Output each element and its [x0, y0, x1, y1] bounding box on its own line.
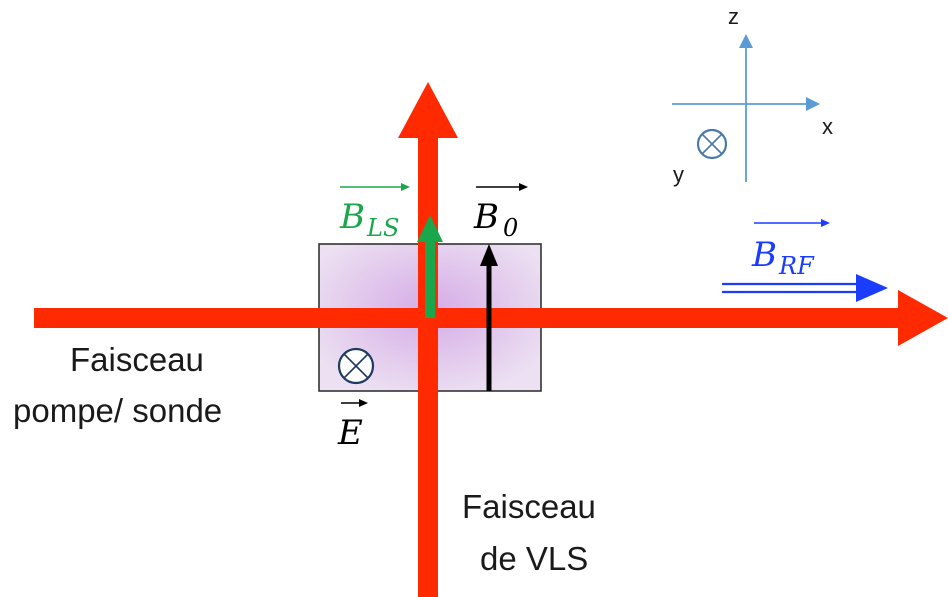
x-axis-arrowhead [806, 97, 820, 111]
b-rf-arrow [722, 274, 888, 302]
b-rf-sub: RF [778, 252, 815, 280]
vls-beam-label-line1: Faisceau [462, 488, 596, 525]
pump-probe-beam [34, 290, 948, 346]
e-field-label: E [337, 399, 368, 453]
b-ls-base: B [339, 197, 365, 237]
b-ls-label: B LS [339, 183, 410, 242]
circle-cross-icon [337, 347, 375, 385]
y-axis-label: y [673, 162, 684, 187]
b-0-label: B 0 [473, 183, 528, 242]
z-axis-arrowhead [739, 34, 753, 48]
circle-cross-icon [696, 128, 728, 160]
x-axis-label: x [822, 114, 833, 139]
probe-beam-label-line1: Faisceau [70, 341, 204, 378]
b-rf-label: B RF [751, 219, 830, 280]
b-ls-sub: LS [366, 214, 399, 242]
z-axis-label: z [728, 4, 739, 29]
b-0-base: B [473, 197, 499, 237]
b-ls-arrow [417, 215, 443, 318]
b-0-sub: 0 [503, 214, 518, 242]
b-rf-base: B [751, 235, 777, 275]
b-0-arrow [480, 244, 498, 391]
coordinate-axes: z x y [672, 4, 833, 187]
e-field-base: E [337, 413, 363, 453]
vls-beam-label-line2: de VLS [480, 540, 588, 577]
probe-beam-label-line2: pompe/ sonde [13, 392, 222, 429]
